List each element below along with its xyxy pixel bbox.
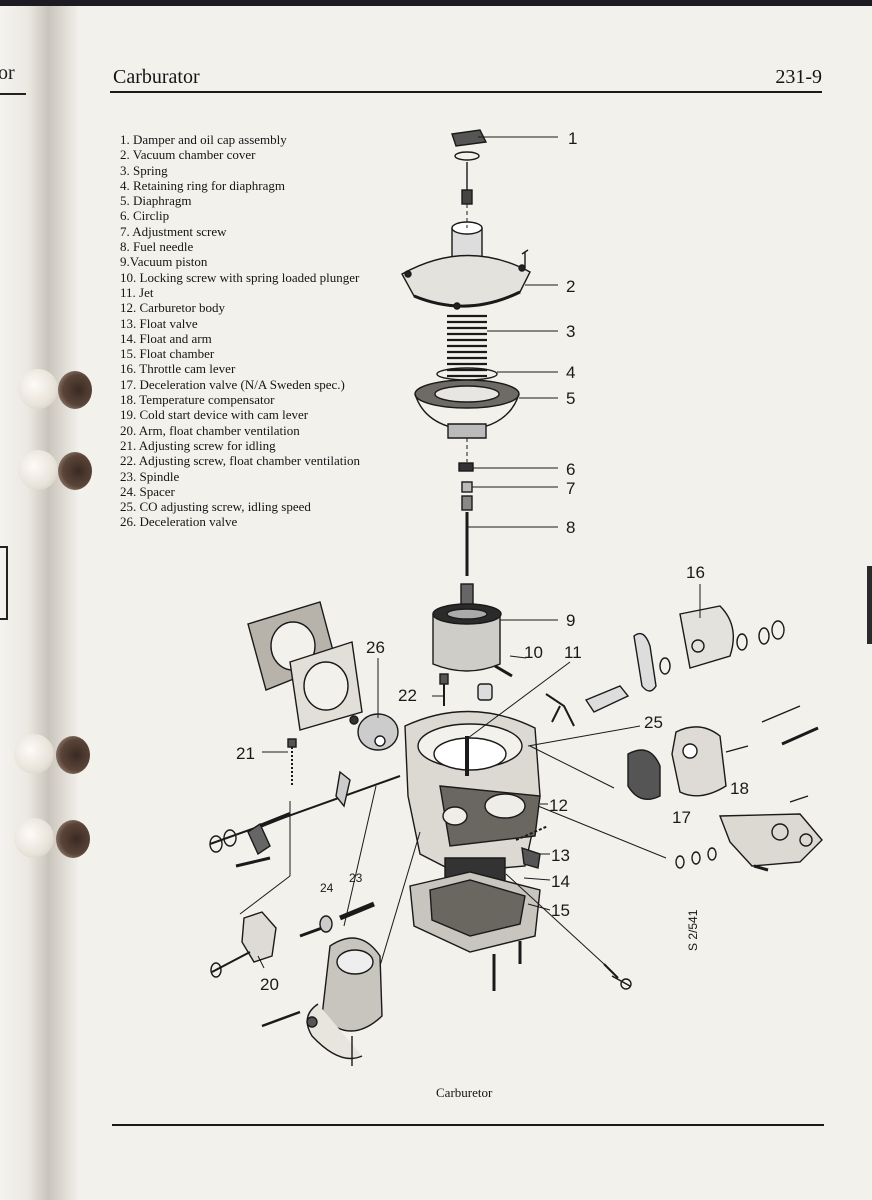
callout-2: 2 xyxy=(566,277,575,296)
legend-item: 15. Float chamber xyxy=(120,346,215,362)
callout-5: 5 xyxy=(566,389,575,408)
callout-3: 3 xyxy=(566,322,575,341)
binder-hole xyxy=(14,818,54,858)
legend-item: 22. Adjusting screw, float chamber venti… xyxy=(120,453,360,469)
legend-item: 9.Vacuum piston xyxy=(120,254,208,270)
callout-13: 13 xyxy=(551,846,570,865)
previous-page-title-fragment: or xyxy=(0,62,15,84)
legend-item: 19. Cold start device with cam lever xyxy=(120,407,309,423)
callout-18: 18 xyxy=(730,779,749,798)
spindle-spacer-part xyxy=(299,901,375,938)
callout-16: 16 xyxy=(686,563,705,582)
callout-4: 4 xyxy=(566,363,575,382)
page-number: 231-9 xyxy=(775,66,822,88)
legend-item: 2. Vacuum chamber cover xyxy=(120,147,256,163)
legend-item: 10. Locking screw with spring loaded plu… xyxy=(120,269,360,285)
vacuum-piston-part xyxy=(432,583,502,672)
legend-item: 25. CO adjusting screw, idling speed xyxy=(120,499,311,515)
callout-15: 15 xyxy=(551,901,570,920)
cold-start-device-part xyxy=(261,937,383,1066)
callout-23: 23 xyxy=(349,871,363,885)
legend-item: 4. Retaining ring for diaphragm xyxy=(120,177,285,193)
locking-screw-part xyxy=(494,664,513,678)
callout-14: 14 xyxy=(551,872,570,891)
float-chamber-part xyxy=(409,857,541,991)
carburetor-exploded-diagram: 1 2 3 4 5 6 7 8 9 10 11 12 13 14 15 16 1… xyxy=(209,129,823,1066)
callout-22: 22 xyxy=(398,686,417,705)
float-ventilation-arm-part xyxy=(210,911,277,978)
legend-item: 17. Deceleration valve (N/A Sweden spec.… xyxy=(120,376,345,392)
binder-hole xyxy=(14,734,54,774)
binder-hole xyxy=(18,450,58,490)
legend-item: 8. Fuel needle xyxy=(120,239,194,255)
legend-item: 7. Adjustment screw xyxy=(120,223,227,239)
legend-item: 20. Arm, float chamber ventilation xyxy=(120,422,300,438)
cold-start-linkage-part xyxy=(209,822,271,868)
carburetor-body-part xyxy=(404,710,541,873)
callout-8: 8 xyxy=(566,518,575,537)
previous-page-edge: or xyxy=(0,6,40,1200)
parts-legend: 1. Damper and oil cap assembly 2. Vacuum… xyxy=(120,132,360,530)
callout-11: 11 xyxy=(564,643,582,662)
binder-hole-shadow xyxy=(58,452,92,490)
legend-item: 18. Temperature compensator xyxy=(120,392,275,408)
legend-item: 21. Adjusting screw for idling xyxy=(120,437,276,453)
callout-25: 25 xyxy=(644,713,663,732)
legend-item: 14. Float and arm xyxy=(120,330,212,346)
legend-item: 1. Damper and oil cap assembly xyxy=(120,132,287,147)
diaphragm-part xyxy=(414,367,520,439)
circlip-part xyxy=(458,462,474,511)
body-screws-part xyxy=(515,825,632,990)
previous-page-edge-mark xyxy=(0,546,8,620)
throttle-cam-part xyxy=(633,605,785,692)
page-edge-tab xyxy=(867,566,872,644)
legend-item: 26. Deceleration valve xyxy=(120,514,238,530)
callout-20: 20 xyxy=(260,975,279,994)
throttle-spindle-part xyxy=(209,685,630,845)
callout-24: 24 xyxy=(320,881,334,895)
legend-item: 6. Circlip xyxy=(120,208,170,224)
deceleration-valve-part xyxy=(627,705,819,800)
previous-page-header-rule xyxy=(0,93,26,95)
legend-item: 11. Jet xyxy=(120,284,154,300)
callout-6: 6 xyxy=(566,460,575,479)
binder-hole-shadow xyxy=(58,371,92,409)
manual-page: or Carburator 231-9 1. Damper and oil ca… xyxy=(0,6,872,1200)
legend-item: 23. Spindle xyxy=(120,468,180,484)
callout-7: 7 xyxy=(566,479,575,498)
binder-hole-shadow xyxy=(56,820,90,858)
vacuum-chamber-cover-part xyxy=(401,221,531,310)
callout-1: 1 xyxy=(568,129,577,148)
damper-cap-part xyxy=(451,129,488,205)
page-title: Carburator xyxy=(113,66,200,88)
header-rule xyxy=(110,91,822,93)
legend-item: 24. Spacer xyxy=(120,483,175,499)
legend-item: 12. Carburetor body xyxy=(120,300,226,316)
temperature-compensator-part xyxy=(675,795,823,872)
gasket-flange-part xyxy=(247,601,399,751)
legend-item: 3. Spring xyxy=(120,162,168,178)
callout-26: 26 xyxy=(366,638,385,657)
legend-item: 13. Float valve xyxy=(120,315,198,331)
idle-adjusting-screw-part xyxy=(287,738,351,808)
callout-9: 9 xyxy=(566,611,575,630)
float-valve-part xyxy=(521,846,541,869)
legend-item: 16. Throttle cam lever xyxy=(120,361,236,377)
callout-17: 17 xyxy=(672,808,691,827)
adjusting-screw-part xyxy=(439,673,493,706)
figure-caption: Carburetor xyxy=(436,1085,493,1100)
binder-hole-shadow xyxy=(56,736,90,774)
figure-code: S 2/541 xyxy=(686,909,700,951)
callout-10: 10 xyxy=(524,643,543,662)
binder-hole xyxy=(18,369,58,409)
callout-21: 21 xyxy=(236,744,255,763)
leader-lines xyxy=(239,136,701,969)
callout-12: 12 xyxy=(549,796,568,815)
footer-rule xyxy=(112,1124,824,1126)
legend-item: 5. Diaphragm xyxy=(120,193,192,209)
